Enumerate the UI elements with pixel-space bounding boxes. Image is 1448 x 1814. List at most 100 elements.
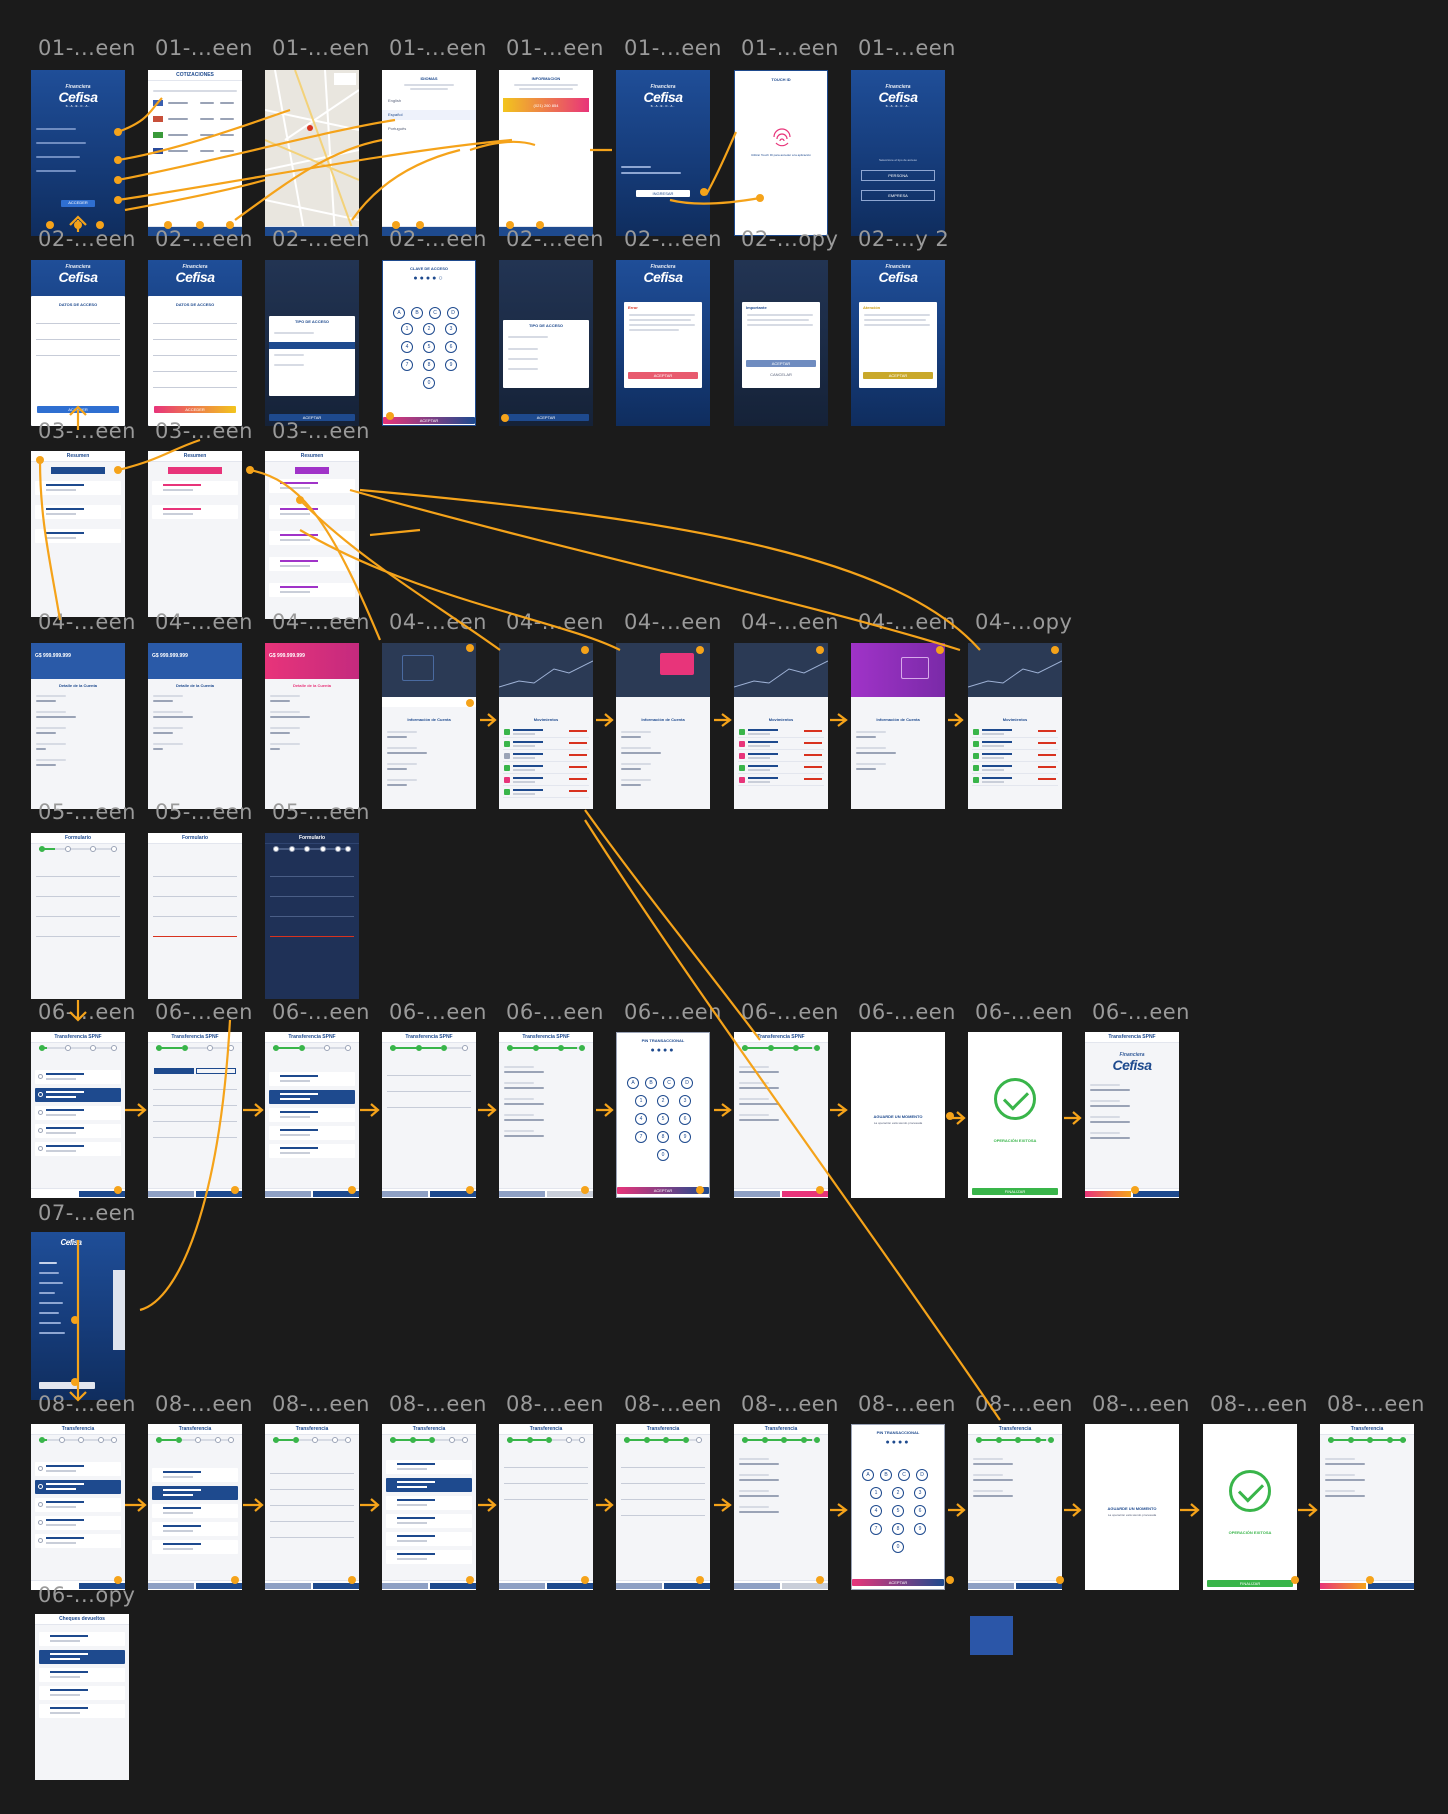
frame-label[interactable]: 08-...een xyxy=(624,1392,722,1416)
artboard-spnf-4[interactable]: Transferencia SPNF xyxy=(382,1032,476,1198)
artboard-transferencia-5[interactable]: Transferencia xyxy=(499,1424,593,1590)
frame-label[interactable]: 01-...een xyxy=(38,36,136,60)
language-option[interactable]: Español xyxy=(388,112,403,117)
aceptar-button[interactable]: ACEPTAR xyxy=(888,373,908,378)
aceptar-button[interactable]: ACEPTAR xyxy=(419,418,439,423)
frame-label[interactable]: 01-...een xyxy=(624,36,722,60)
frame-label[interactable]: 06-...een xyxy=(741,1000,839,1024)
artboard-tipo-acceso-modal[interactable]: TIPO DE ACCESO ACEPTAR xyxy=(265,260,359,426)
frame-label[interactable]: 06-...een xyxy=(858,1000,956,1024)
frame-label[interactable]: 05-...een xyxy=(155,800,253,824)
artboard-spnf-7[interactable]: Transferencia SPNF xyxy=(734,1032,828,1198)
frame-label[interactable]: 07-...een xyxy=(38,1201,136,1225)
artboard-transferencia-1[interactable]: Transferencia xyxy=(31,1424,125,1590)
frame-label[interactable]: 05-...een xyxy=(272,800,370,824)
artboard-transferencia-7[interactable]: Transferencia xyxy=(734,1424,828,1590)
frame-label[interactable]: 01-...een xyxy=(155,36,253,60)
frame-label[interactable]: 06-...een xyxy=(389,1000,487,1024)
frame-label[interactable]: 08-...een xyxy=(38,1392,136,1416)
frame-label[interactable]: 08-...een xyxy=(1210,1392,1308,1416)
aceptar-button[interactable]: ACEPTAR xyxy=(653,373,673,378)
login-button[interactable]: ACCEDER xyxy=(68,200,88,205)
artboard-spnf-3[interactable]: Transferencia SPNF xyxy=(265,1032,359,1198)
frame-label[interactable]: 02-...een xyxy=(272,227,370,251)
frame-label[interactable]: 06-...een xyxy=(975,1000,1073,1024)
artboard-touch-id[interactable]: TOUCH ID Utilizar Touch ID para acceder … xyxy=(734,70,828,236)
artboard-detalle-blue[interactable]: G$ 999.999.999 Detalle de la Cuenta xyxy=(31,643,125,809)
artboard-menu[interactable]: Cefisa xyxy=(31,1232,125,1400)
artboard-cotizaciones[interactable]: COTIZACIONES xyxy=(148,70,242,236)
artboard-info-cuenta[interactable]: Información de Cuenta xyxy=(382,643,476,809)
frame-label[interactable]: 02-...y 2 xyxy=(858,227,950,251)
frame-label[interactable]: 01-...een xyxy=(389,36,487,60)
frame-label[interactable]: 08-...een xyxy=(975,1392,1073,1416)
frame-label[interactable]: 06-...een xyxy=(1092,1000,1190,1024)
frame-label[interactable]: 03-...een xyxy=(155,419,253,443)
frame-label[interactable]: 06-...een xyxy=(272,1000,370,1024)
artboard-transferencia-4[interactable]: Transferencia xyxy=(382,1424,476,1590)
artboard-resumen-pink[interactable]: Resumen xyxy=(148,451,242,617)
frame-label[interactable]: 02-...opy xyxy=(741,227,839,251)
frame-label[interactable]: 01-...een xyxy=(506,36,604,60)
frame-label[interactable]: 02-...een xyxy=(506,227,604,251)
frame-label[interactable]: 08-...een xyxy=(1092,1392,1190,1416)
artboard-info-cuenta-purple[interactable]: Información de Cuenta xyxy=(851,643,945,809)
frame-label[interactable]: 08-...een xyxy=(858,1392,956,1416)
cancelar-button[interactable]: CANCELAR xyxy=(770,372,792,377)
fingerprint-icon[interactable] xyxy=(770,125,794,149)
artboard-transferencia-3[interactable]: Transferencia xyxy=(265,1424,359,1590)
artboard-informacion[interactable]: INFORMACION (021) 260 854 xyxy=(499,70,593,236)
artboard-movimientos[interactable]: Movimientos xyxy=(499,643,593,809)
empresa-button[interactable]: EMPRESA xyxy=(861,190,935,201)
frame-label[interactable]: 04-...een xyxy=(272,610,370,634)
frame-label[interactable]: 05-...een xyxy=(38,800,136,824)
artboard-spnf-5[interactable]: Transferencia SPNF xyxy=(499,1032,593,1198)
artboard-map[interactable] xyxy=(265,70,359,236)
artboard-movimientos-2[interactable]: Movimientos xyxy=(734,643,828,809)
artboard-transferencia-9[interactable]: Transferencia xyxy=(968,1424,1062,1590)
frame-label[interactable]: 04-...opy xyxy=(975,610,1073,634)
artboard-transferencia-comprobante[interactable]: Transferencia xyxy=(1320,1424,1414,1590)
map-view[interactable] xyxy=(265,70,359,236)
frame-label[interactable]: 08-...een xyxy=(155,1392,253,1416)
artboard-resumen-purple[interactable]: Resumen xyxy=(265,451,359,619)
artboard-transferencia-2[interactable]: Transferencia xyxy=(148,1424,242,1590)
frame-label[interactable]: 06-...een xyxy=(624,1000,722,1024)
frame-label[interactable]: 04-...een xyxy=(155,610,253,634)
frame-label[interactable]: 01-...een xyxy=(741,36,839,60)
artboard-exitosa[interactable]: OPERACIÓN EXITOSA FINALIZAR xyxy=(968,1032,1062,1198)
frame-label[interactable]: 01-...een xyxy=(858,36,956,60)
ingresar-button[interactable]: INGRESAR xyxy=(652,191,674,196)
frame-label[interactable]: 08-...een xyxy=(272,1392,370,1416)
frame-label[interactable]: 02-...een xyxy=(624,227,722,251)
frame-label[interactable]: 04-...een xyxy=(624,610,722,634)
artboard-formulario-dark[interactable]: Formulario xyxy=(265,833,359,999)
frame-label[interactable]: 06-...een xyxy=(38,1000,136,1024)
frame-label[interactable]: 03-...een xyxy=(272,419,370,443)
frame-label[interactable]: 02-...een xyxy=(38,227,136,251)
finalizar-button[interactable]: FINALIZAR xyxy=(1004,1189,1026,1194)
phone-number[interactable]: (021) 260 854 xyxy=(533,103,559,108)
frame-label[interactable]: 04-...een xyxy=(858,610,956,634)
frame-label[interactable]: 08-...een xyxy=(389,1392,487,1416)
frame-label[interactable]: 02-...een xyxy=(155,227,253,251)
frame-label[interactable]: 04-...een xyxy=(38,610,136,634)
artboard-info-cuenta-pink[interactable]: Información de Cuenta xyxy=(616,643,710,809)
frame-label[interactable]: 02-...een xyxy=(389,227,487,251)
frame-label[interactable]: 04-...een xyxy=(506,610,604,634)
artboard-idiomas[interactable]: IDIOMAS English Español Português xyxy=(382,70,476,236)
artboard-detalle-pink[interactable]: G$ 999.999.999 Detalle de la Cuenta xyxy=(265,643,359,809)
frame-label[interactable]: 08-...een xyxy=(506,1392,604,1416)
color-swatch[interactable] xyxy=(970,1616,1013,1655)
artboard-exitosa-2[interactable]: OPERACIÓN EXITOSA FINALIZAR xyxy=(1203,1424,1297,1590)
artboard-tipo-acceso-modal-2[interactable]: TIPO DE ACCESO ACEPTAR xyxy=(499,260,593,426)
